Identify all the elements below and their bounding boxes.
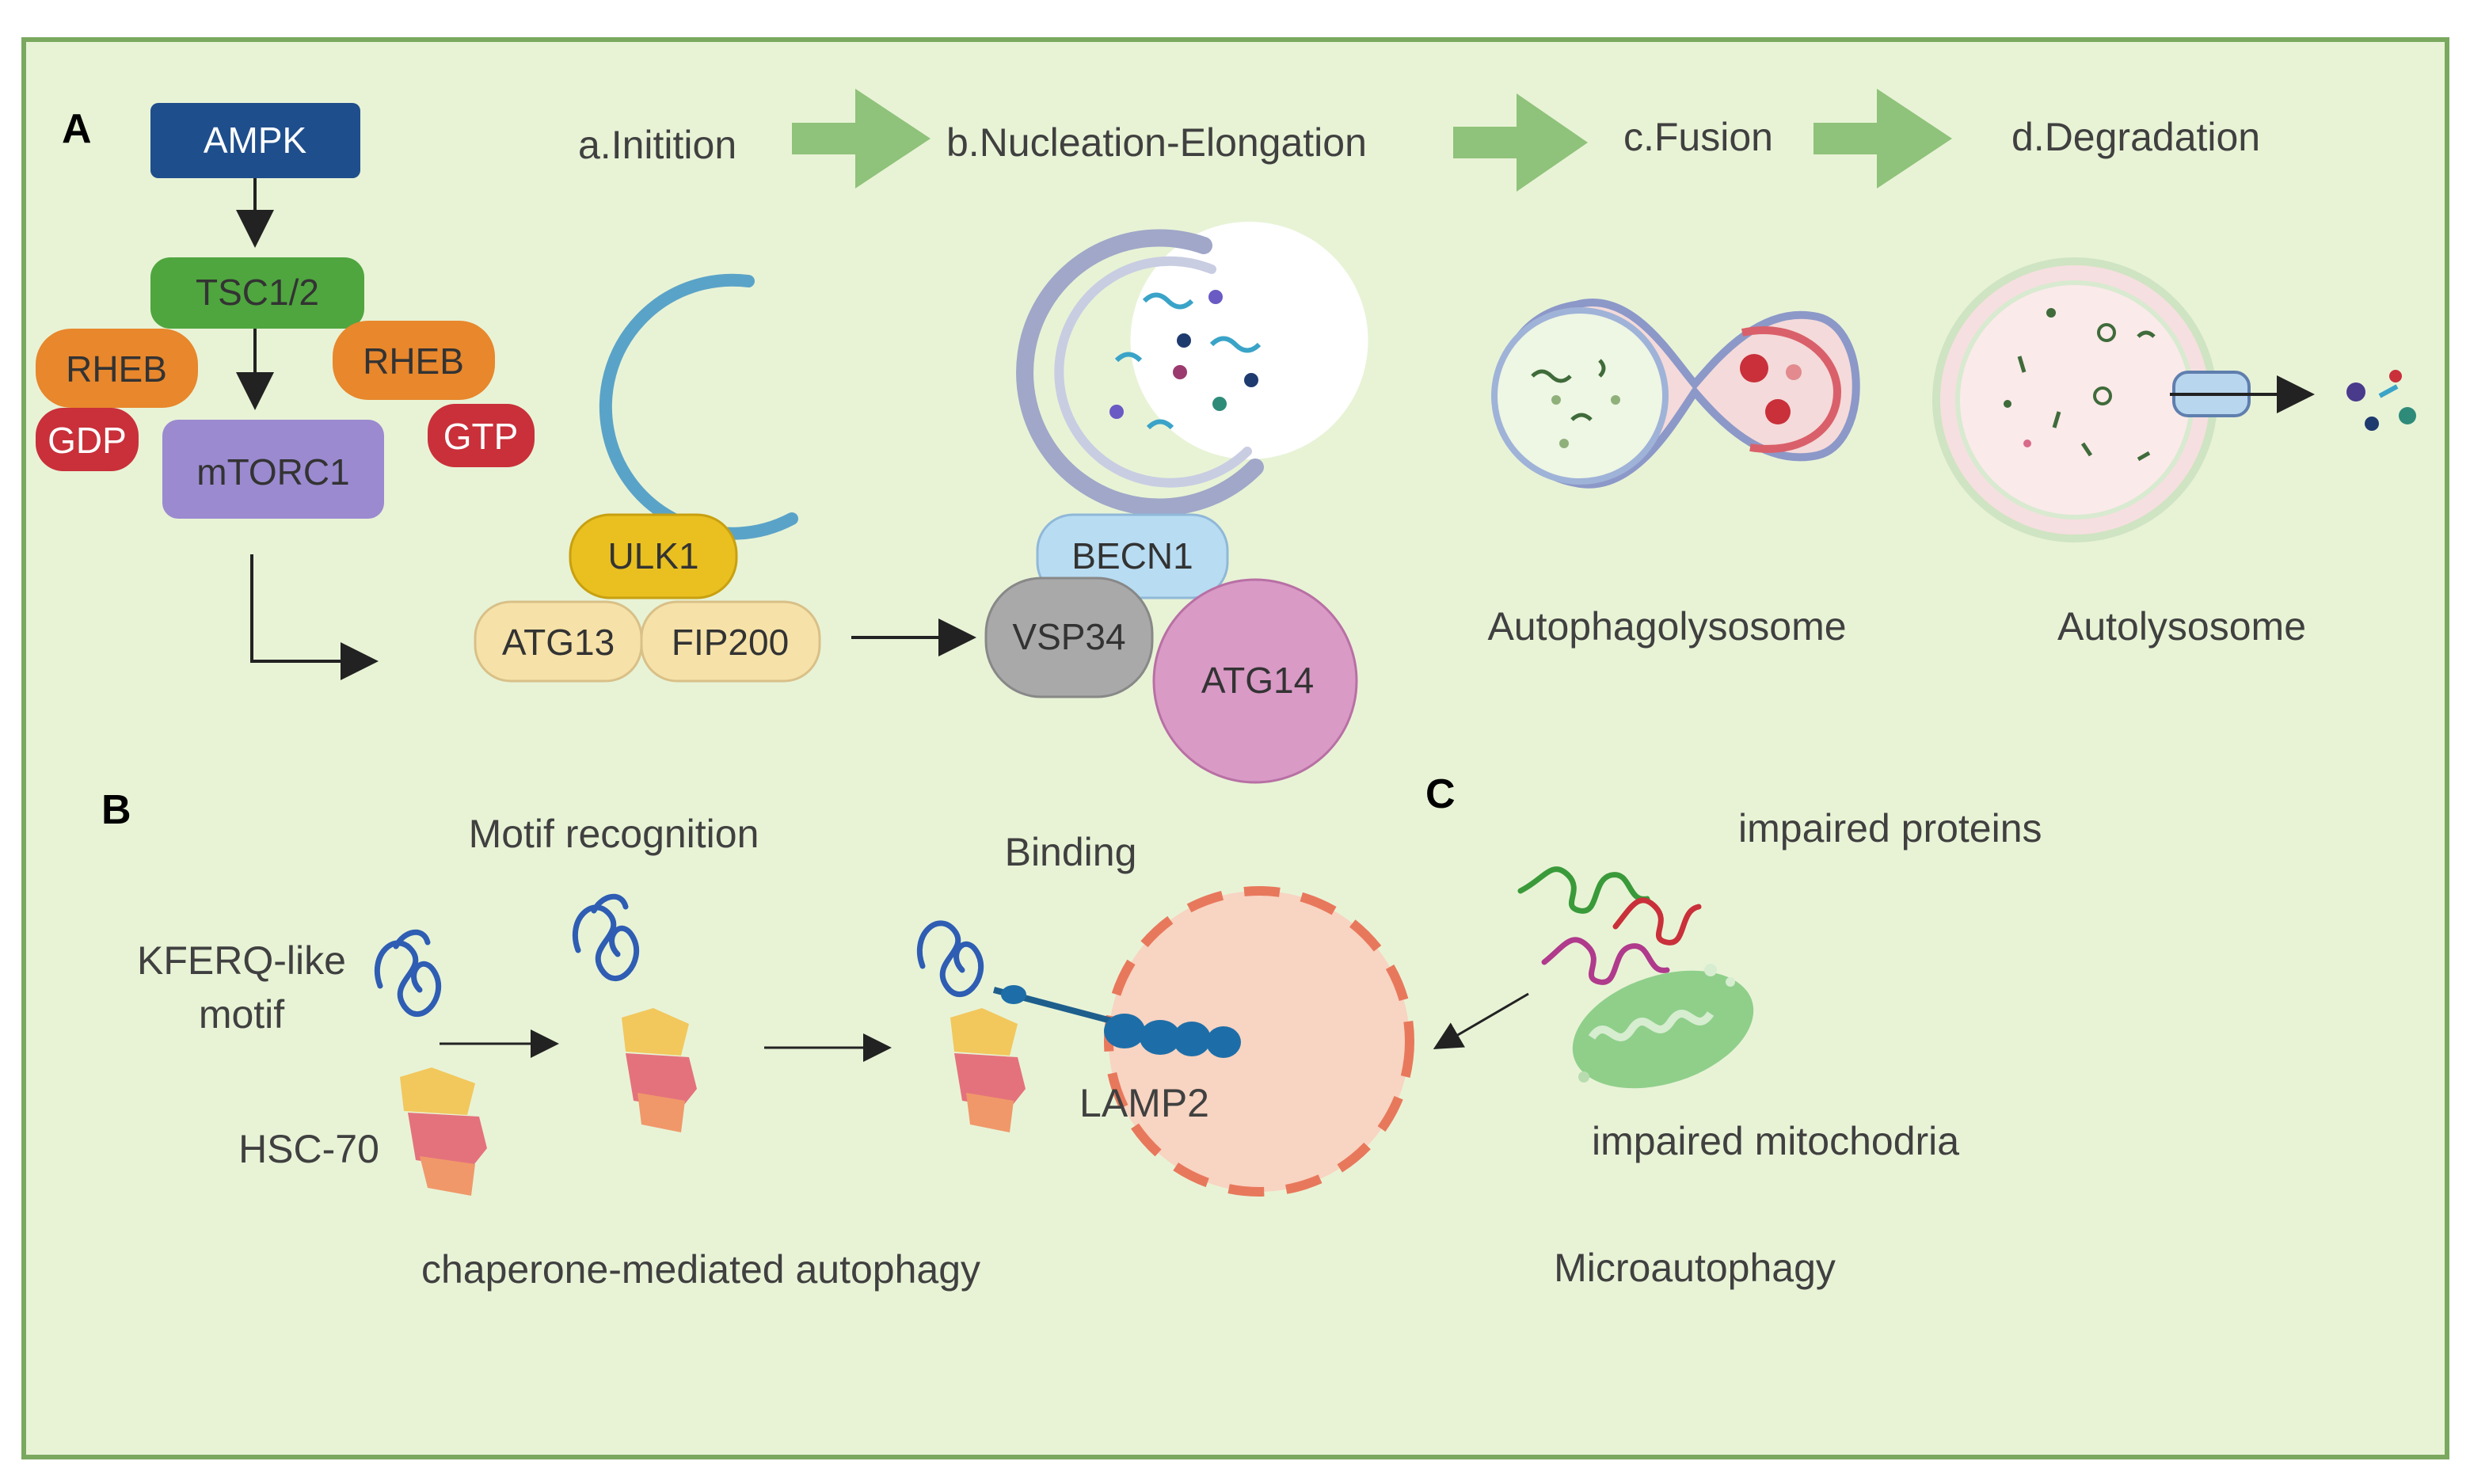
tsc-label: TSC1/2 — [196, 272, 319, 313]
rheb-left-box — [36, 329, 198, 408]
hsc70-bound — [622, 1008, 697, 1132]
step-arrow-2 — [1453, 93, 1588, 192]
step-arrow-1 — [792, 89, 931, 188]
ulk1-label: ULK1 — [607, 535, 698, 576]
mtorc1-box — [162, 420, 384, 519]
autophagolysosome-label: Autophagolysosome — [1487, 604, 1846, 649]
autolysosome-label: Autolysosome — [2057, 604, 2306, 649]
ampk-label: AMPK — [204, 120, 307, 161]
kferq-protein — [374, 929, 442, 1018]
mtorc1-to-ulk-arrow — [250, 554, 379, 680]
micro-arrow — [1433, 992, 1529, 1050]
fip200-box — [640, 600, 821, 683]
panel-label-c: C — [1425, 771, 1456, 817]
lamp2-label: LAMP2 — [1079, 1081, 1209, 1125]
kferq-protein-2 — [572, 893, 640, 982]
impaired-mitochondria-illustration — [1572, 964, 1754, 1089]
tsc-box — [150, 257, 364, 329]
ulk1-box — [569, 513, 738, 599]
step-nucleation: b.Nucleation-Elongation — [946, 120, 1367, 165]
mtorc1-label: mTORC1 — [196, 451, 349, 493]
step-fusion: c.Fusion — [1623, 115, 1773, 159]
panel-label-a: A — [62, 106, 92, 152]
impaired-proteins-illustration — [1517, 866, 1702, 985]
cma-caption: chaperone-mediated autophagy — [421, 1247, 980, 1292]
step-initiation: a.Initition — [578, 123, 736, 167]
gdp-label: GDP — [48, 420, 127, 461]
gtp-label: GTP — [443, 416, 519, 457]
vsp34-blob — [984, 576, 1154, 698]
lamp2-receptor — [992, 985, 1241, 1058]
step-arrow-3 — [1813, 89, 1952, 188]
gdp-box — [36, 408, 139, 471]
autolysosome-illustration — [1932, 257, 2416, 542]
fip200-label: FIP200 — [672, 622, 789, 663]
impaired-mitochondria-label: impaired mitochodria — [1592, 1119, 1959, 1163]
kferq-label-line1: KFERQ-like — [137, 938, 346, 983]
micro-caption: Microautophagy — [1554, 1246, 1836, 1290]
atg13-label: ATG13 — [502, 622, 615, 663]
autophagolysosome-illustration — [1491, 299, 1860, 489]
panel-label-b: B — [101, 787, 131, 833]
rheb-right-label: RHEB — [363, 341, 464, 382]
omegasome-outer — [1016, 229, 1264, 516]
impaired-proteins-label: impaired proteins — [1738, 806, 2042, 850]
step-degradation: d.Degradation — [2011, 115, 2260, 159]
hsc70-chaperone — [400, 1067, 487, 1196]
omegasome-lumen — [1130, 222, 1368, 459]
ampk-box — [150, 103, 360, 178]
becn1-label: BECN1 — [1071, 535, 1193, 576]
binding-label: Binding — [1005, 830, 1137, 874]
motif-recognition-label: Motif recognition — [469, 812, 759, 856]
substrate-complex — [916, 920, 1026, 1132]
atg14-label: ATG14 — [1201, 660, 1314, 701]
hsc70-label: HSC-70 — [238, 1127, 379, 1171]
omegasome-inner — [1054, 256, 1252, 488]
gtp-box — [428, 404, 535, 467]
rheb-right-box — [333, 321, 495, 400]
kferq-label-line2: motif — [199, 992, 284, 1037]
cargo-dots — [1109, 290, 1262, 430]
vsp34-label: VSP34 — [1012, 616, 1125, 657]
atg14-blob — [1152, 578, 1358, 784]
rheb-left-label: RHEB — [66, 348, 167, 390]
